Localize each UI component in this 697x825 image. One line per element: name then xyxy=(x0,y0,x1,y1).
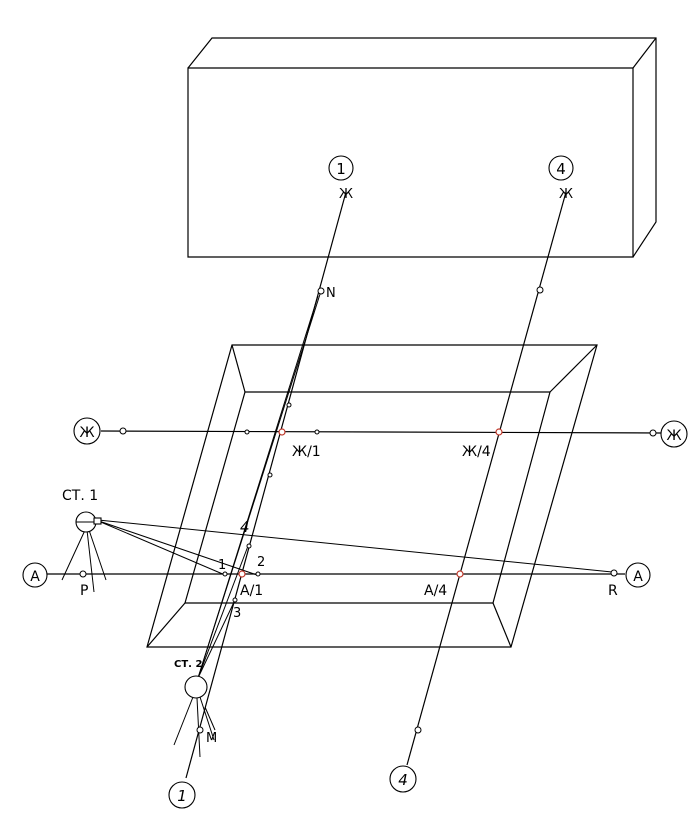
axis-label-a: А xyxy=(633,569,643,585)
intersection-a-4 xyxy=(456,570,464,578)
point xyxy=(610,569,618,577)
label-m: M xyxy=(206,731,217,746)
label-a-1: А/1 xyxy=(240,583,263,599)
point xyxy=(314,429,320,435)
axis-bubble-a-left: А xyxy=(22,562,48,588)
label-zh-4: Ж/4 xyxy=(462,444,491,460)
frame-bevel xyxy=(492,602,512,648)
tripod-leg xyxy=(61,527,87,581)
building-block xyxy=(187,37,657,258)
frame-bevel xyxy=(146,602,186,648)
axis-line-4 xyxy=(406,191,567,766)
label-point-4: 4 xyxy=(240,518,250,536)
label-point-1: 1 xyxy=(218,558,226,573)
tripod-leg xyxy=(199,696,215,741)
station-2-label: СТ. 2 xyxy=(174,659,202,670)
point xyxy=(246,543,252,549)
axis-cross-zh: Ж xyxy=(339,187,353,202)
intersection-zh-4 xyxy=(495,428,503,436)
axis-bubble xyxy=(73,417,101,445)
axis-lines xyxy=(47,191,662,779)
frame-bevel xyxy=(231,344,246,393)
intersection-a-1 xyxy=(238,570,246,578)
point xyxy=(244,429,250,435)
tripod-leg xyxy=(204,706,216,731)
point xyxy=(79,570,87,578)
sightline xyxy=(95,519,258,576)
tripod-leg xyxy=(173,696,194,746)
point xyxy=(119,427,127,435)
point-labels: Ж/1 Ж/4 А/1 А/4 N M P R 1 2 3 4 xyxy=(80,286,618,746)
axis-bubble xyxy=(389,765,417,793)
axis-bubble-zh-left: Ж xyxy=(73,417,101,445)
axis-bubble-1-bottom: 1 xyxy=(168,781,196,809)
point-n-marker xyxy=(317,287,325,295)
point xyxy=(649,429,657,437)
label-point-3: 3 xyxy=(233,606,241,621)
survey-points xyxy=(79,286,657,734)
axis-line-zh xyxy=(100,430,662,434)
tripod-leg xyxy=(88,529,107,581)
axis-bubble-4-top: 4 Ж xyxy=(548,155,574,202)
sightline xyxy=(97,519,613,573)
label-zh-1: Ж/1 xyxy=(292,444,321,460)
axis-label-4: 4 xyxy=(556,160,566,178)
foundation-frame xyxy=(146,344,598,648)
axis-bubble-a-right: А xyxy=(625,562,651,588)
building-top-side xyxy=(187,37,657,258)
axis-bubble xyxy=(625,562,651,588)
label-n: N xyxy=(326,286,336,301)
axis-label-zh: Ж xyxy=(79,425,94,441)
axis-bubble-4-bottom: 4 xyxy=(389,765,417,793)
sightline xyxy=(95,519,226,576)
axis-bubble-zh-right: Ж xyxy=(660,420,688,448)
axis-bubble xyxy=(168,781,196,809)
station-2-instrument xyxy=(184,675,208,699)
axis-label-4: 4 xyxy=(398,771,408,789)
axis-bubble-1-top: 1 Ж xyxy=(328,155,354,202)
station-2: СТ. 2 xyxy=(174,659,208,699)
axis-bubble xyxy=(548,155,574,181)
point xyxy=(232,597,238,603)
point-m-marker xyxy=(196,726,204,734)
frame-outer xyxy=(146,344,598,648)
tripod-leg xyxy=(86,529,95,593)
frame-bevel xyxy=(549,344,598,393)
station-1-telescope xyxy=(93,517,102,525)
point xyxy=(286,402,292,408)
building-edge xyxy=(632,37,657,69)
axis-bubble xyxy=(22,562,48,588)
label-a-4: А/4 xyxy=(424,583,447,599)
sightline xyxy=(197,545,249,679)
axis-label-a: А xyxy=(30,569,40,585)
axis-label-1: 1 xyxy=(177,787,187,805)
point xyxy=(222,571,228,577)
label-r: R xyxy=(608,583,618,599)
station-2-sightlines xyxy=(173,290,322,758)
intersections xyxy=(238,428,503,578)
point xyxy=(267,472,273,478)
label-p: P xyxy=(80,583,88,599)
axis-label-1: 1 xyxy=(336,160,346,178)
station-1-label: СТ. 1 xyxy=(62,488,98,504)
sightline xyxy=(197,599,236,679)
station-1: СТ. 1 xyxy=(62,488,102,533)
axis-cross-zh: Ж xyxy=(559,187,573,202)
point xyxy=(536,286,544,294)
axis-label-zh: Ж xyxy=(666,428,681,444)
axis-line-1 xyxy=(185,191,347,779)
point xyxy=(255,571,261,577)
intersection-zh-1 xyxy=(278,428,286,436)
sightline xyxy=(197,295,319,679)
label-point-2: 2 xyxy=(257,555,265,570)
station-1-sightlines xyxy=(61,519,613,593)
point xyxy=(414,726,422,734)
axis-bubble xyxy=(328,155,354,181)
axis-bubble xyxy=(660,420,688,448)
